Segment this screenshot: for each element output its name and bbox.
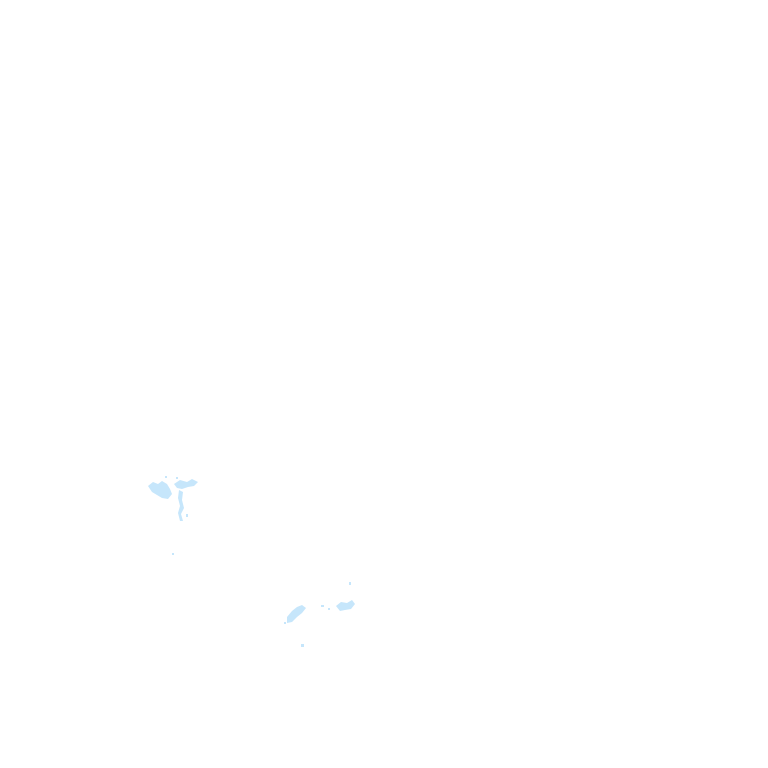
- water-cluster-south: [284, 582, 355, 647]
- water-speck: [284, 622, 286, 624]
- water-speck: [301, 644, 304, 647]
- water-speck: [165, 476, 167, 478]
- water-speck: [176, 477, 178, 479]
- water-body: [148, 481, 172, 499]
- water-body: [287, 605, 306, 623]
- water-body: [336, 600, 355, 611]
- water-speck: [349, 582, 351, 585]
- water-speck: [172, 553, 174, 555]
- water-speck: [328, 608, 330, 610]
- water-speck: [321, 605, 324, 607]
- water-body: [174, 479, 198, 489]
- water-speck: [186, 514, 188, 517]
- water-cluster-west: [148, 476, 198, 555]
- water-stream: [178, 490, 184, 521]
